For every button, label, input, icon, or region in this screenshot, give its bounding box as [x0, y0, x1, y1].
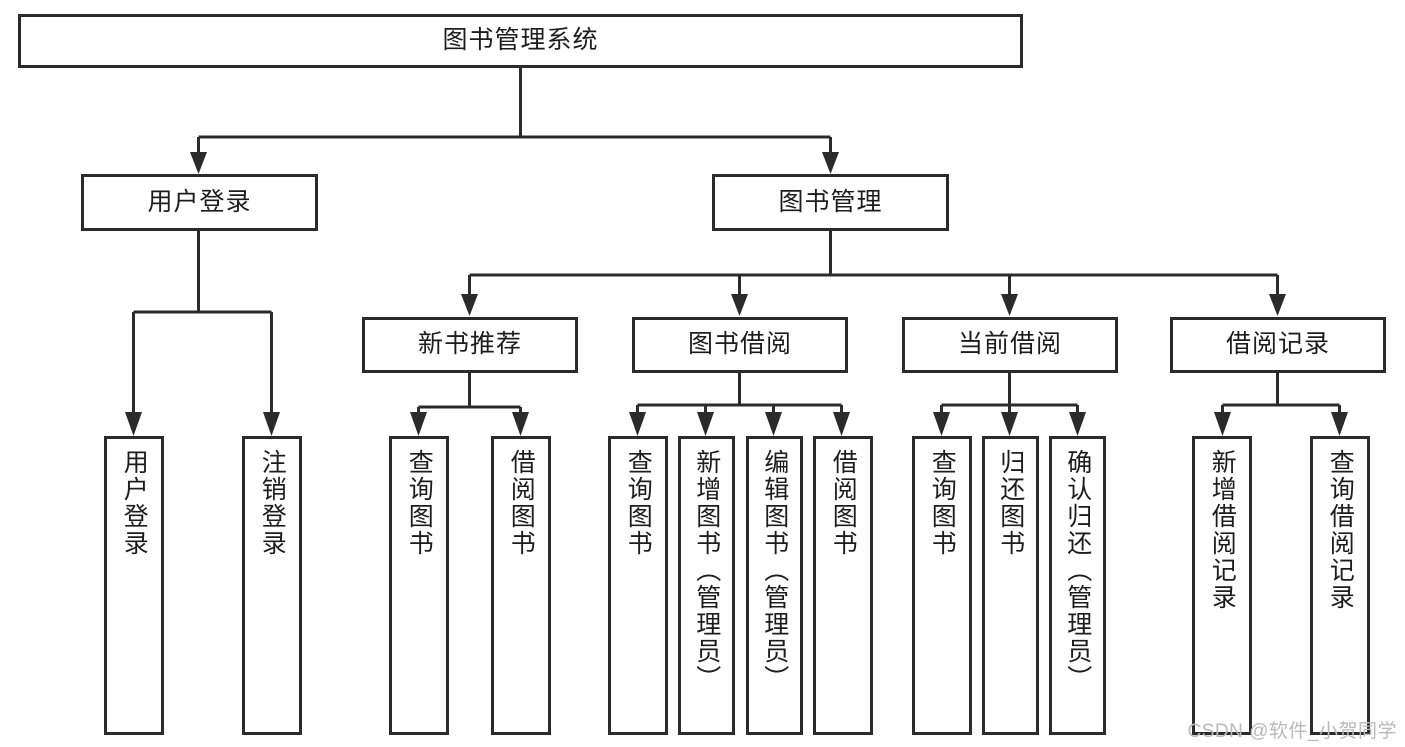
node-label: 借阅图书 — [829, 449, 858, 557]
leaf-query-book-newbook[interactable]: 查询图书 — [389, 436, 449, 735]
leaf-confirm-return-admin[interactable]: 确认归还（管理员） — [1049, 436, 1106, 735]
node-label: 查询图书 — [405, 449, 434, 557]
node-borrow-record[interactable]: 借阅记录 — [1170, 317, 1386, 373]
node-label: 图书借阅 — [687, 330, 792, 359]
node-label: 图书管理 — [778, 187, 883, 216]
node-label: 新增借阅记录 — [1208, 449, 1237, 611]
leaf-add-borrow-record[interactable]: 新增借阅记录 — [1192, 436, 1252, 735]
node-label: 注销登录 — [258, 449, 287, 557]
node-book-management[interactable]: 图书管理 — [712, 174, 949, 231]
node-current-borrow[interactable]: 当前借阅 — [902, 317, 1118, 373]
node-label: 图书管理系统 — [442, 26, 599, 55]
node-label: 用户登录 — [147, 187, 252, 216]
leaf-user-login[interactable]: 用户登录 — [104, 436, 164, 735]
node-label: 借阅记录 — [1225, 330, 1330, 359]
node-label: 当前借阅 — [957, 330, 1062, 359]
node-user-login[interactable]: 用户登录 — [81, 174, 318, 231]
leaf-query-book-borrow[interactable]: 查询图书 — [608, 436, 668, 735]
leaf-borrow-book[interactable]: 借阅图书 — [813, 436, 873, 735]
leaf-query-book-current[interactable]: 查询图书 — [912, 436, 972, 735]
node-label: 查询借阅记录 — [1326, 449, 1355, 611]
node-label: 用户登录 — [120, 449, 149, 557]
node-root-system[interactable]: 图书管理系统 — [18, 14, 1023, 68]
node-label: 新增图书（管理员） — [692, 449, 721, 692]
node-book-borrow[interactable]: 图书借阅 — [632, 317, 848, 373]
csdn-watermark: CSDN @软件_小贺同学 — [1187, 721, 1397, 742]
node-label: 编辑图书（管理员） — [760, 449, 789, 692]
leaf-logout[interactable]: 注销登录 — [242, 436, 302, 735]
node-label: 查询图书 — [928, 449, 957, 557]
node-label: 新书推荐 — [417, 330, 522, 359]
node-label: 确认归还（管理员） — [1063, 449, 1092, 692]
node-new-book-recommend[interactable]: 新书推荐 — [362, 317, 578, 373]
leaf-add-book-admin[interactable]: 新增图书（管理员） — [678, 436, 735, 735]
leaf-query-borrow-record[interactable]: 查询借阅记录 — [1310, 436, 1370, 735]
leaf-edit-book-admin[interactable]: 编辑图书（管理员） — [746, 436, 803, 735]
node-label: 归还图书 — [996, 449, 1025, 557]
leaf-return-book[interactable]: 归还图书 — [982, 436, 1039, 735]
node-label: 借阅图书 — [507, 449, 536, 557]
node-label: 查询图书 — [624, 449, 653, 557]
leaf-borrow-book-newbook[interactable]: 借阅图书 — [491, 436, 551, 735]
